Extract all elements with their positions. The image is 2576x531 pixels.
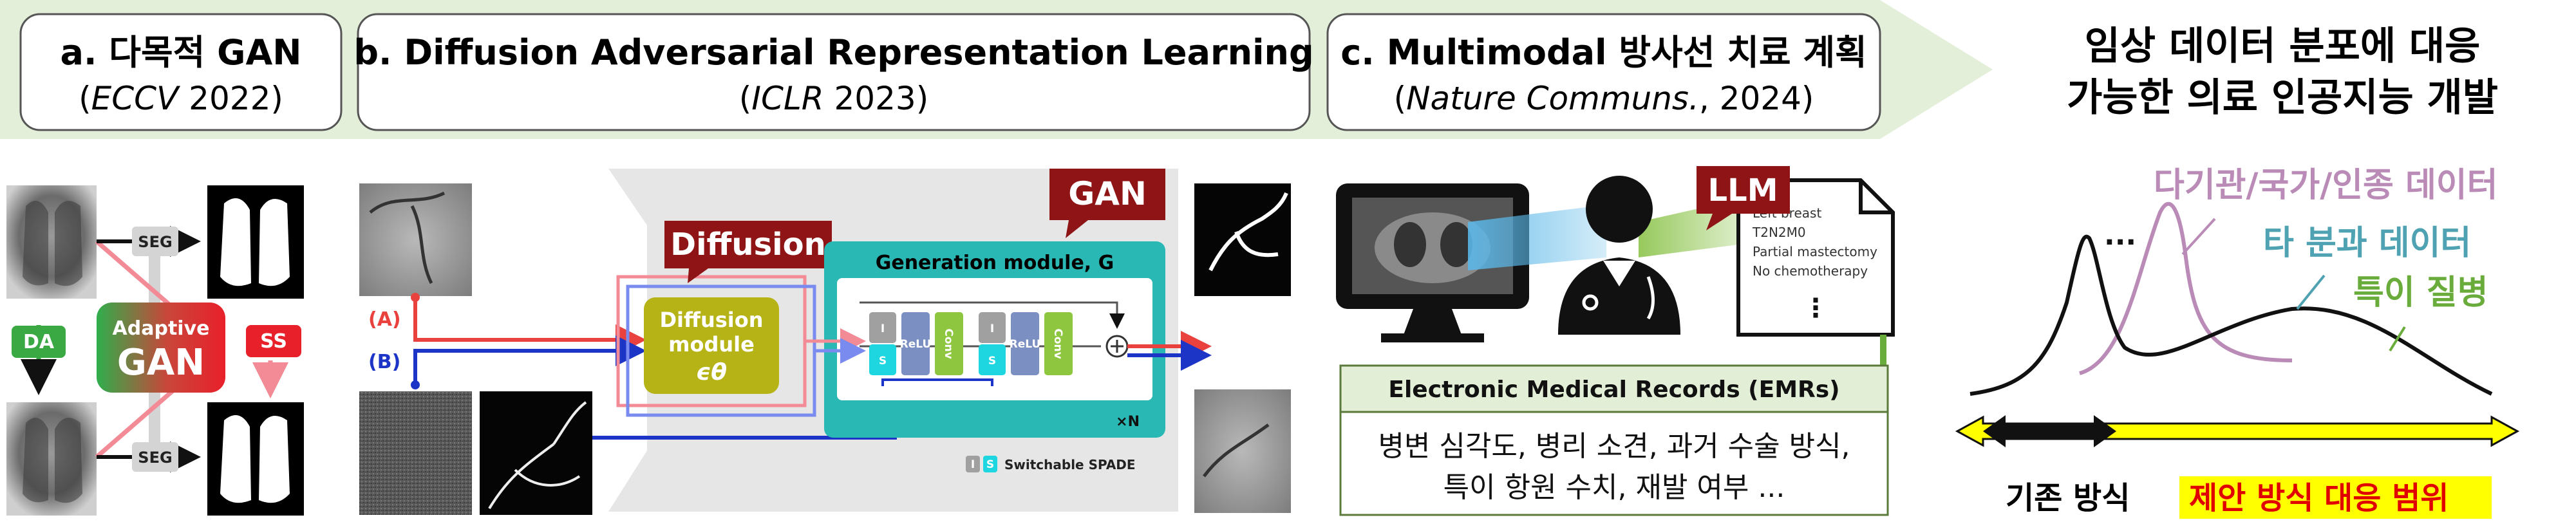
legend-proposed-method: 제안 방식 대응 범위 xyxy=(2189,480,2449,516)
block-conv-1 xyxy=(935,312,963,375)
legend-proposed-highlight xyxy=(2179,476,2492,519)
goal-line-1: 임상 데이터 분포에 대응 xyxy=(2085,24,2481,69)
section-c-header: c. Multimodal 방사선 치료 계획 (Nature Communs.… xyxy=(1326,13,1881,131)
block-i-2-label: I xyxy=(990,322,994,335)
section-a-header: a. 다목적 GAN (ECCV 2022) xyxy=(19,13,343,131)
block-s-1 xyxy=(869,344,896,375)
clinical-note-doc xyxy=(1736,178,1895,337)
block-s-2 xyxy=(979,344,1006,375)
xray-bottom xyxy=(6,402,97,516)
block-i-1-label: I xyxy=(881,322,885,335)
block-relu-1 xyxy=(901,312,930,375)
xray-top xyxy=(6,185,97,299)
label-multi-institution: 다기관/국가/인종 데이터 xyxy=(2154,166,2498,205)
purple-curve xyxy=(2079,202,2293,375)
curve-dots: ... xyxy=(2104,219,2136,252)
llm-beam xyxy=(1468,205,1606,270)
section-a-venue: ECCV xyxy=(91,80,181,117)
da-label: DA xyxy=(23,331,55,353)
section-c-ref: (Nature Communs., 2024) xyxy=(1394,80,1814,117)
panel-c: Left breast T2N2M0 Partial mastectomy No… xyxy=(1336,166,1895,516)
diffusion-module-line2: module xyxy=(668,332,755,357)
generation-module-title: Generation module, G xyxy=(876,252,1114,274)
diffusion-tag xyxy=(664,221,832,268)
section-a-ref: (ECCV 2022) xyxy=(79,80,283,117)
mask-bottom xyxy=(207,402,304,516)
label-rare-disease: 특이 질병 xyxy=(2353,274,2488,312)
label-other-department: 타 분과 데이터 xyxy=(2263,224,2471,263)
diffusion-module-line1: Diffusion xyxy=(659,308,763,332)
legend-i-label: I xyxy=(971,458,975,471)
gan-label: GAN xyxy=(117,342,205,384)
adaptive-gan-box xyxy=(97,303,225,393)
seg-label-top: SEG xyxy=(138,233,172,251)
block-s-1-label: S xyxy=(879,355,887,368)
adaptive-label: Adaptive xyxy=(113,317,210,340)
emr-title-bar xyxy=(1339,364,1889,413)
segmentation-output xyxy=(1194,183,1291,296)
section-b-year: 2023 xyxy=(824,80,916,117)
section-b-venue: ICLR xyxy=(751,80,823,117)
ss-box xyxy=(246,325,301,357)
panel-b: (A) (B) Diffusion module ϵθ Diffusion Ge… xyxy=(359,169,1291,515)
angio-input-top xyxy=(359,183,472,296)
black-curve xyxy=(1970,234,2493,396)
gan-tag xyxy=(1049,169,1165,220)
seg-box-bottom xyxy=(132,442,178,472)
repeat-label: ×N xyxy=(1116,414,1140,430)
top-banner: a. 다목적 GAN (ECCV 2022) b. Diffusion Adve… xyxy=(0,0,2498,139)
block-s-2-label: S xyxy=(988,355,996,368)
section-c-venue: Nature Communs. xyxy=(1406,80,1699,117)
emr-title: Electronic Medical Records (EMRs) xyxy=(1388,377,1839,403)
spade-legend-text: Switchable SPADE xyxy=(1004,457,1136,472)
generated-output xyxy=(1194,389,1291,513)
legend-existing-method: 기존 방식 xyxy=(2006,480,2130,516)
ss-label: SS xyxy=(260,330,287,353)
spade-legend: I S Switchable SPADE xyxy=(966,456,1136,472)
block-i-1 xyxy=(869,312,896,343)
block-conv-2 xyxy=(1044,312,1073,375)
legend-s-label: S xyxy=(986,458,994,471)
diffusion-tag-label: Diffusion xyxy=(670,227,826,263)
llm-tag-label: LLM xyxy=(1708,172,1778,209)
block-relu-1-label: ReLU xyxy=(900,338,932,351)
mask-top xyxy=(207,185,304,299)
section-b-ref: (ICLR 2023) xyxy=(739,80,928,117)
da-box xyxy=(12,326,66,358)
note-line-2: T2N2M0 xyxy=(1752,225,1806,240)
section-c-year: , 2024 xyxy=(1699,80,1801,117)
block-conv-1-label: Conv xyxy=(942,328,955,359)
emr-line-1: 병변 심각도, 병리 소견, 과거 수술 방식, xyxy=(1378,430,1850,463)
diffusion-module-symbol: ϵθ xyxy=(696,359,727,386)
note-line-3: Partial mastectomy xyxy=(1753,244,1877,259)
block-chain: I S ReLU Conv I S ReLU Conv xyxy=(869,312,1073,375)
coverage-range-arrow xyxy=(1955,415,2520,447)
noisy-input-bottom xyxy=(359,391,472,515)
gan-tag-label: GAN xyxy=(1068,175,1147,212)
block-relu-2-label: ReLU xyxy=(1010,338,1041,351)
doctor-icon xyxy=(1558,176,1680,335)
section-a-year: 2022 xyxy=(178,80,270,117)
note-dots: ⋮ xyxy=(1803,293,1829,323)
note-line-4: No chemotherapy xyxy=(1753,263,1868,279)
diffusion-module-box xyxy=(644,297,779,394)
block-i-2 xyxy=(979,312,1006,343)
input-b-label: (B) xyxy=(368,351,400,373)
section-c-title: c. Multimodal 방사선 치료 계획 xyxy=(1340,32,1866,73)
section-b-title: b. Diffusion Adversarial Representation … xyxy=(353,32,1313,73)
block-relu-2 xyxy=(1011,312,1039,375)
block-conv-2-label: Conv xyxy=(1051,328,1064,359)
llm-tag xyxy=(1697,166,1790,214)
emr-line-2: 특이 항원 수치, 재발 여부 ... xyxy=(1443,471,1785,504)
goal-line-2: 가능한 의료 인공지능 개발 xyxy=(2067,75,2498,120)
seg-box-top xyxy=(132,227,178,256)
panel-a: SEG SEG DA SS Adaptive GAN xyxy=(6,185,304,516)
section-b-header: b. Diffusion Adversarial Representation … xyxy=(353,13,1314,131)
section-a-title: a. 다목적 GAN xyxy=(61,32,302,73)
input-a-label: (A) xyxy=(368,308,401,331)
panel-d: ... 다기관/국가/인종 데이터 타 분과 데이터 특이 질병 기존 방식 제… xyxy=(1955,166,2520,519)
seg-label-bottom: SEG xyxy=(138,449,172,467)
